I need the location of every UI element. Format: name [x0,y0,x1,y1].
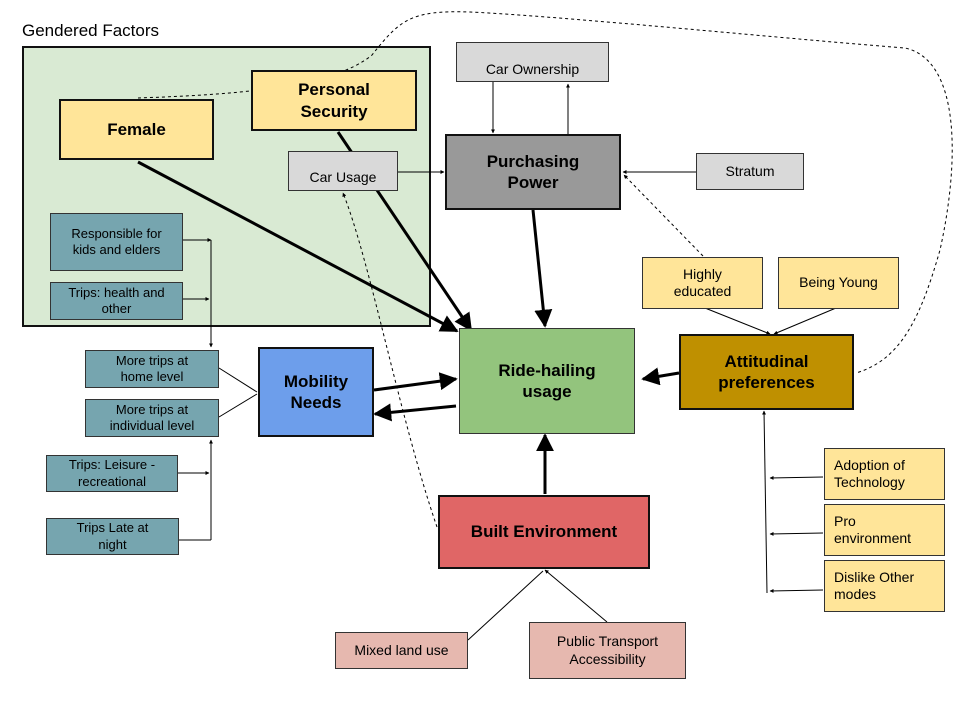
female-label: Female [107,119,166,139]
node-mixed-land-use: Mixed land use [335,632,468,669]
trips-health-label: Trips: health and other [68,284,165,316]
node-more-trips-home: More trips at home level [85,350,219,388]
node-public-transport: Public Transport Accessibility [529,622,686,679]
node-adoption-technology: Adoption of Technology [824,448,945,500]
arrow-pt-builtenv [544,569,608,623]
arrow-mixedland-builtenv [467,570,544,641]
adoption-technology-label: Adoption of Technology [834,456,905,491]
dashed-educated-purchasing [623,174,704,257]
built-environment-label: Built Environment [470,522,618,542]
pro-environment-label: Pro environment [834,512,912,547]
being-young-label: Being Young [799,274,878,291]
node-trips-health: Trips: health and other [50,282,183,320]
node-female: Female [59,99,214,160]
arrow-purchasing-ridehailing [531,209,553,328]
arrow-home-mobility [218,367,258,393]
arrow-young-attitudinal [773,307,837,335]
highly-educated-label: Highly educated [673,265,732,300]
arrow-attitudinal-ridehailing [641,367,680,386]
node-pro-environment: Pro environment [824,504,945,556]
connector-proenv [769,531,824,536]
public-transport-label: Public Transport Accessibility [556,633,659,667]
car-usage-label: Car Usage [309,169,377,186]
more-trips-individual-label: More trips at individual level [109,401,195,433]
trips-leisure-label: Trips: Leisure - recreational [68,457,156,489]
arrow-female-ridehailing [137,160,459,333]
arrow-individual-mobility [218,393,258,418]
node-personal-security: Personal Security [251,70,417,131]
dashed-builtenv-carusage [342,192,438,528]
mixed-land-use-label: Mixed land use [354,641,449,658]
stratum-label: Stratum [725,162,775,179]
node-ride-hailing: Ride-hailing usage [459,328,635,434]
dashed-female-attitudinal [137,11,953,374]
car-ownership-label: Car Ownership [485,61,580,78]
connector-dislike [769,588,824,593]
arrow-educated-attitudinal [704,307,771,335]
responsible-label: Responsible for kids and elders [71,225,162,257]
personal-security-label: Personal Security [298,80,370,121]
connector-adoption [769,475,824,480]
more-trips-home-label: More trips at home level [115,352,189,384]
node-dislike-other-modes: Dislike Other modes [824,560,945,612]
node-built-environment: Built Environment [438,495,650,569]
node-being-young: Being Young [778,257,899,309]
node-trips-late: Trips Late at night [46,518,179,555]
node-responsible: Responsible for kids and elders [50,213,183,271]
node-mobility-needs: Mobility Needs [258,347,374,437]
node-purchasing-power: Purchasing Power [445,134,621,210]
purchasing-power-label: Purchasing Power [486,151,580,192]
dislike-other-modes-label: Dislike Other modes [834,568,915,603]
node-car-usage: Car Usage [288,151,398,191]
group-title: Gendered Factors [22,21,160,40]
mobility-needs-label: Mobility Needs [283,371,349,412]
arrow-ridehailing-mobility [373,403,457,422]
node-attitudinal: Attitudinal preferences [679,334,854,410]
arrow-mobility-ridehailing [373,372,458,392]
node-more-trips-individual: More trips at individual level [85,399,219,437]
connector-attitude-bracket [762,410,768,594]
node-car-ownership: Car Ownership [456,42,609,82]
attitudinal-label: Attitudinal preferences [718,351,815,392]
node-trips-leisure: Trips: Leisure - recreational [46,455,178,492]
ride-hailing-label: Ride-hailing usage [498,360,596,401]
trips-late-label: Trips Late at night [76,520,149,552]
node-highly-educated: Highly educated [642,257,763,309]
node-stratum: Stratum [696,153,804,190]
